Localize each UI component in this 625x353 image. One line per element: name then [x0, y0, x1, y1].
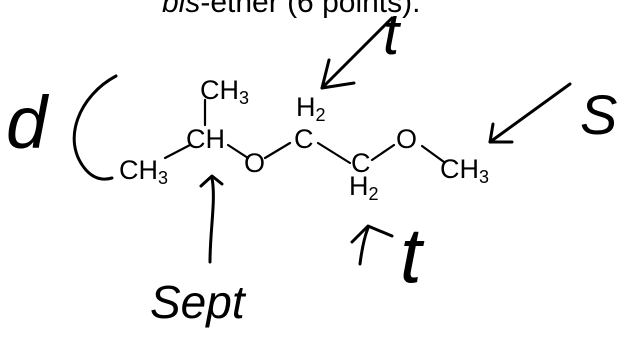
- arrow-s-shaft: [488, 82, 572, 144]
- atom-ch: CH: [186, 124, 225, 154]
- arrow-t-bottom-shaft: [358, 226, 370, 266]
- bond-cupper-clower: [316, 141, 352, 165]
- atom-ch3-top: CH3: [200, 75, 249, 108]
- atom-o1: O: [244, 148, 265, 178]
- label-d: d: [6, 81, 50, 164]
- bond-ch-o1: [226, 143, 250, 160]
- atom-ch3-left: CH3: [119, 155, 168, 188]
- atom-ch3-right: CH3: [440, 154, 489, 187]
- atom-h2-lower: H2: [349, 171, 379, 204]
- atom-c-upper: C: [294, 124, 314, 154]
- label-s: S: [580, 83, 617, 146]
- header-rest: -ether (6 points).: [200, 0, 420, 19]
- arrow-sept-head: [199, 174, 224, 188]
- atom-c-lower: C: [351, 148, 371, 178]
- bond-ch3left-ch: [163, 143, 192, 160]
- header-text: bis-ether (6 points).: [162, 0, 420, 19]
- atom-o2: O: [396, 124, 417, 154]
- handwritten-marks: [72, 16, 572, 266]
- bond-clower-o2: [370, 143, 396, 162]
- bond-o2-ch3right: [420, 144, 446, 164]
- arrow-t-bottom-head: [350, 224, 394, 244]
- label-t-top: t: [383, 2, 402, 67]
- header-italic: bis: [162, 0, 200, 19]
- arrow-t-top-shaft: [320, 16, 394, 90]
- bracket-curve: [72, 74, 118, 181]
- bond-lines: [163, 98, 446, 165]
- label-t-bottom: t: [400, 211, 425, 299]
- atom-h2-upper: H2: [296, 92, 326, 125]
- arrow-t-top-head: [320, 58, 356, 90]
- bond-o1-cupper: [263, 141, 292, 160]
- label-sept: Sept: [150, 276, 247, 328]
- arrow-sept-shaft: [208, 176, 215, 264]
- arrow-s-head: [488, 122, 514, 144]
